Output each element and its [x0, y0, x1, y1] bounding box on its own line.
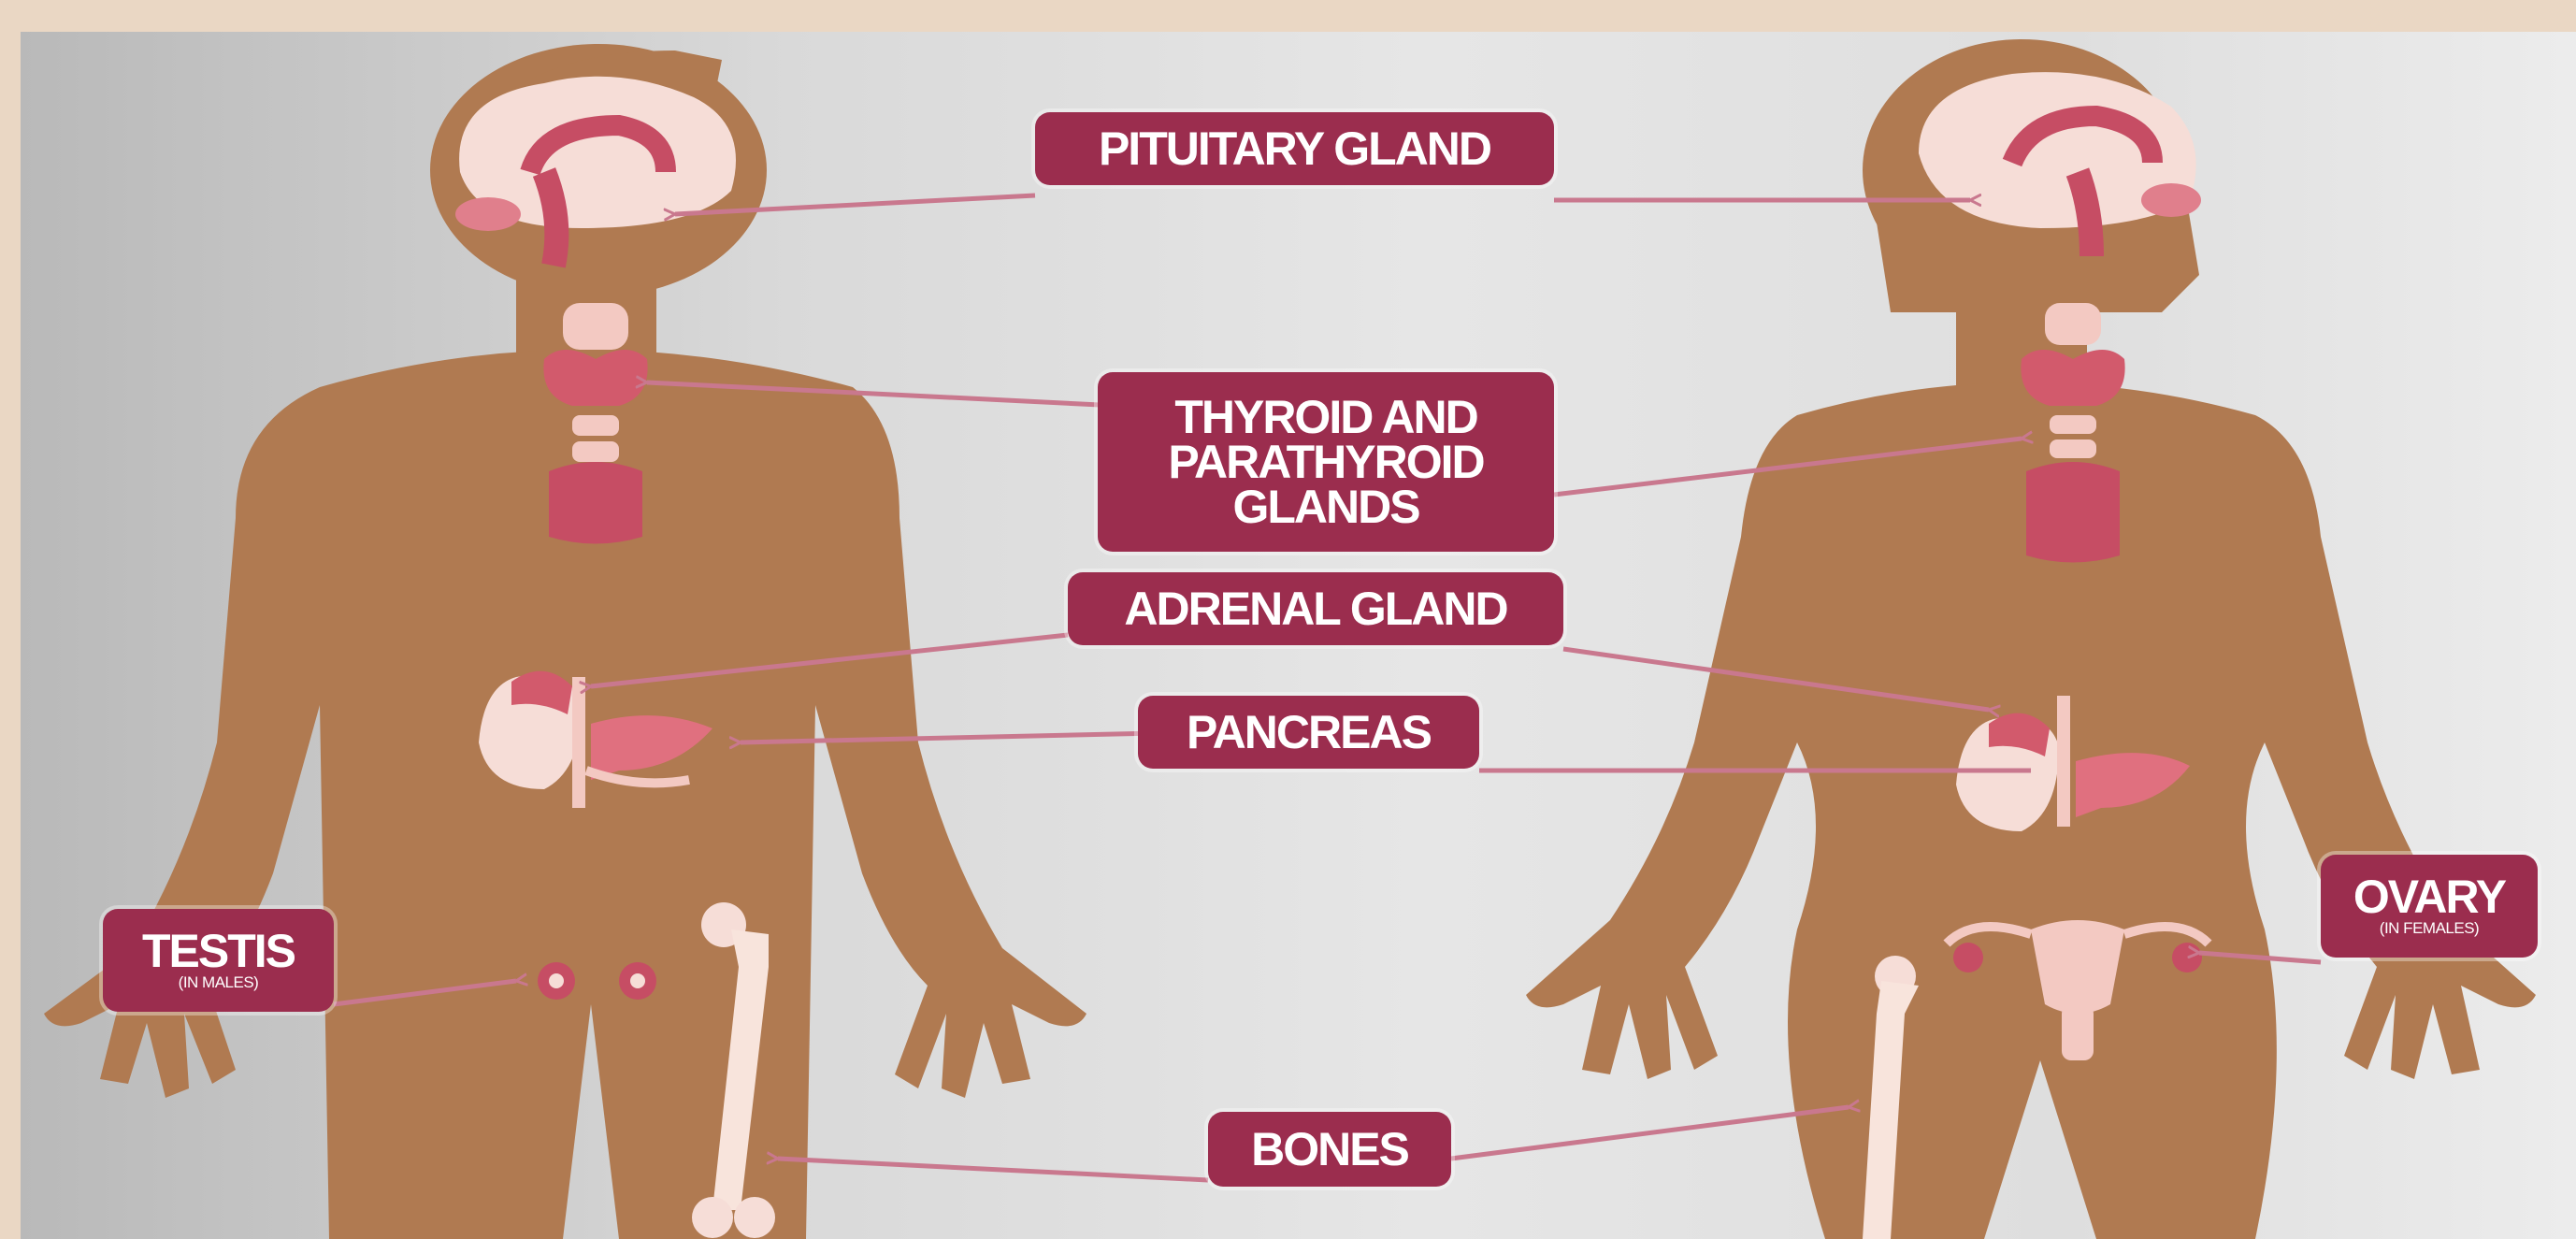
label-testis-text: TESTIS — [142, 929, 295, 973]
label-testis: TESTIS (IN MALES) — [103, 909, 334, 1012]
diagram-stage: PITUITARY GLAND THYROID AND PARATHYROID … — [21, 32, 2576, 1239]
label-pituitary-text: PITUITARY GLAND — [1099, 126, 1490, 171]
label-testis-note: (IN MALES) — [179, 973, 259, 992]
label-pituitary-gland: PITUITARY GLAND — [1035, 112, 1554, 185]
label-thyroid-line1: THYROID AND — [1174, 395, 1476, 439]
label-thyroid-line2: PARATHYROID — [1168, 439, 1483, 484]
label-pancreas: PANCREAS — [1138, 696, 1479, 769]
label-thyroid-parathyroid: THYROID AND PARATHYROID GLANDS — [1098, 372, 1554, 552]
connector-bones-female — [1451, 1107, 1849, 1159]
label-bones-text: BONES — [1251, 1127, 1408, 1172]
label-bones: BONES — [1208, 1112, 1451, 1187]
label-pancreas-text: PANCREAS — [1187, 710, 1431, 755]
label-ovary: OVARY (IN FEMALES) — [2321, 855, 2538, 958]
label-thyroid-line3: GLANDS — [1232, 484, 1418, 529]
label-ovary-note: (IN FEMALES) — [2380, 919, 2479, 938]
label-ovary-text: OVARY — [2353, 874, 2505, 919]
connector-bones-male — [778, 1159, 1208, 1180]
label-adrenal-gland: ADRENAL GLAND — [1068, 572, 1563, 645]
label-adrenal-text: ADRENAL GLAND — [1124, 586, 1506, 631]
